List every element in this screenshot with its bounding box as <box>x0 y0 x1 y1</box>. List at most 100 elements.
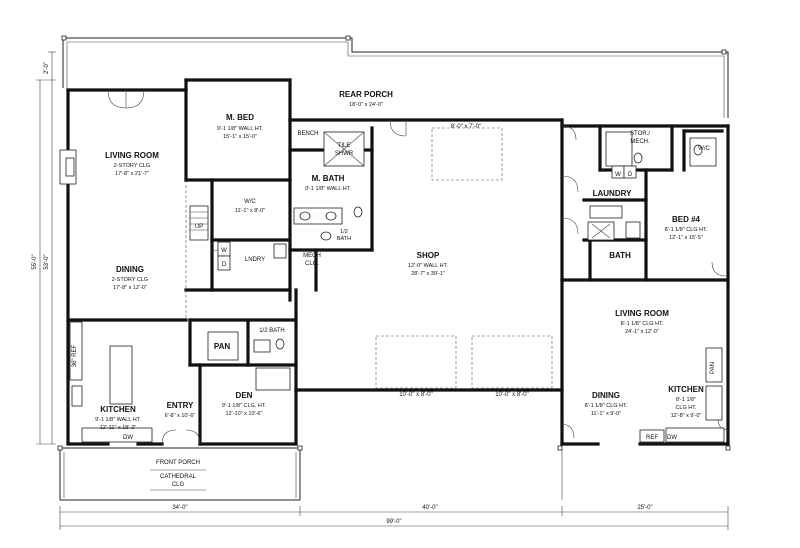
bench-label: BENCH <box>297 131 318 137</box>
pan-right-label: PAN <box>710 362 716 374</box>
front-porch-clg: CLG <box>172 482 185 488</box>
stor-mech-1: STOR./ <box>630 131 650 137</box>
bed4-label: BED #4 <box>672 215 701 224</box>
shop-wall: 12'-0" WALL HT. <box>408 263 448 269</box>
porch-post <box>297 445 303 451</box>
overhead-door-top <box>431 127 503 181</box>
living-room-right-label: LIVING ROOM <box>615 309 669 318</box>
kitchen-counter-right-side <box>705 385 723 421</box>
dimension-lines: 55'-0" 53'-0" 2'-0" 34'-0" 40'-0" 25'-0"… <box>32 51 729 530</box>
laundry-right-label: LAUNDRY <box>593 189 632 198</box>
kitchen-counter-bottom <box>81 427 153 443</box>
den-size: 12'-10" x 10'-6" <box>226 411 263 417</box>
shop-size: 28'-7" x 39'-1" <box>411 271 445 277</box>
shop-label: SHOP <box>417 251 440 260</box>
dim-bottom-mid: 40'-0" <box>422 505 437 511</box>
kitchen-island <box>109 345 133 405</box>
ref-36-label: 36" REF <box>72 344 78 367</box>
pan-left-label: PAN <box>214 342 231 351</box>
porch-post <box>557 445 563 451</box>
bed4-ceiling: 8'-1 1/8" CLG HT. <box>665 227 708 233</box>
half-bath-upper-2: BATH <box>337 236 351 242</box>
entry-size: 6'-8" x 10'-6" <box>165 413 196 419</box>
dw-left-label: DW <box>123 435 133 441</box>
mech-clo-2: CLO. <box>305 261 319 267</box>
dim-left-total: 55'-0" <box>32 254 38 269</box>
tile-shower-label-1: TILE <box>338 143 351 149</box>
master-wic-size: 11'-1" x 8'-0" <box>235 208 265 214</box>
kitchen-left-label: KITCHEN <box>100 405 136 414</box>
stair <box>189 205 209 241</box>
dining-right-label: DINING <box>592 391 620 400</box>
dim-bottom-total: 99'-0" <box>386 519 401 525</box>
fridge-right <box>639 429 665 443</box>
master-bath-label: M. BATH <box>312 174 345 183</box>
porch-post <box>725 445 731 451</box>
shop-door-top-size: 8'-0" x 7'-0" <box>451 124 481 130</box>
half-bath-upper-1: 1/2 <box>340 229 348 235</box>
porch-post <box>61 35 67 41</box>
washer-right: W <box>615 172 621 178</box>
overhead-door-right <box>471 335 553 389</box>
kitchen-left-wall: 9'-1 1/8" WALL HT. <box>95 417 141 423</box>
porch-post <box>345 35 351 41</box>
laundry-left-label: LNDRY <box>245 257 265 263</box>
exterior-walls <box>66 78 730 446</box>
living-room-right-size: 24'-1" x 12'-0" <box>625 329 659 335</box>
entry-label: ENTRY <box>167 401 194 410</box>
up-stair-label: UP <box>195 224 203 230</box>
front-porch-label: FRONT PORCH <box>156 460 200 466</box>
tile-shower-label-2: SHWR <box>335 151 354 157</box>
shop-door-right-size: 10'-0" x 8'-0" <box>495 392 529 398</box>
porch-post <box>57 445 63 451</box>
living-room-left-size: 17'-8" x 21'-7" <box>115 171 149 177</box>
living-room-left-label: LIVING ROOM <box>105 151 159 160</box>
front-porch-outline <box>57 445 731 501</box>
wic-right-label: W/C <box>698 146 710 152</box>
dim-left-inner: 53'-0" <box>44 254 50 269</box>
toilet <box>353 206 363 218</box>
dryer-right: D <box>628 172 633 178</box>
shop-overhead-doors <box>185 127 553 389</box>
dining-left-label: DINING <box>116 265 144 274</box>
master-bath-wall: 9'-1 1/8" WALL HT. <box>305 186 351 192</box>
ref-right-label: REF <box>646 435 658 441</box>
dining-right-size: 11'-1" x 9'-0" <box>591 411 621 417</box>
kitchen-counter <box>69 321 83 381</box>
dim-left-top: 2'-0" <box>44 62 50 74</box>
room-labels: REAR PORCH 18'-0" x 24'-0" LIVING ROOM 2… <box>72 90 716 491</box>
master-bed-label: M. BED <box>226 113 254 122</box>
kitchen-right-size: 12'-8" x 9'-0" <box>671 413 702 419</box>
kitchen-right-label: KITCHEN <box>668 385 704 394</box>
stor-mech-2: MECH. <box>630 139 650 145</box>
dining-right-ceiling: 8'-1 1/8" CLG HT. <box>585 403 628 409</box>
master-bed-size: 15'-1" x 15'-0" <box>223 134 257 140</box>
pantry-right <box>705 347 723 383</box>
rear-porch-size: 18'-0" x 24'-0" <box>349 102 383 108</box>
kitchen-right-ceiling-1: 8'-1 1/8" <box>676 397 696 403</box>
porch-post <box>721 49 727 55</box>
rear-porch-outline <box>61 35 729 118</box>
dim-bottom-left: 34'-0" <box>172 505 187 511</box>
master-bed-wall: 9'-1 1/8" WALL HT. <box>217 126 263 132</box>
front-porch-cathedral: CATHEDRAL <box>160 474 197 480</box>
dryer-left: D <box>222 262 227 268</box>
living-room-right-ceiling: 8'-1 1/8" CLG HT. <box>621 321 664 327</box>
bed4-size: 12'-1" x 15'-5" <box>669 235 703 241</box>
range <box>71 385 83 407</box>
mech-clo-1: MECH <box>303 253 321 259</box>
dining-left-size: 17'-8" x 12'-0" <box>113 285 147 291</box>
bath-right-label: BATH <box>609 251 631 260</box>
kitchen-left-size: 12'-11" x 18'-2" <box>100 425 137 431</box>
dining-left-ceiling: 2-STORY CLG <box>112 277 148 283</box>
shop-door-left-size: 10'-0" x 8'-0" <box>399 392 433 398</box>
washer-left: W <box>221 248 227 254</box>
master-wic-label: W/C <box>244 199 256 205</box>
den-ceiling: 9'-1 1/8" CLG. HT. <box>222 403 267 409</box>
dim-bottom-right: 25'-0" <box>637 505 652 511</box>
interior-walls <box>66 88 730 446</box>
kitchen-counter-right <box>665 427 725 443</box>
living-room-left-ceiling: 2-STORY CLG <box>114 163 150 169</box>
